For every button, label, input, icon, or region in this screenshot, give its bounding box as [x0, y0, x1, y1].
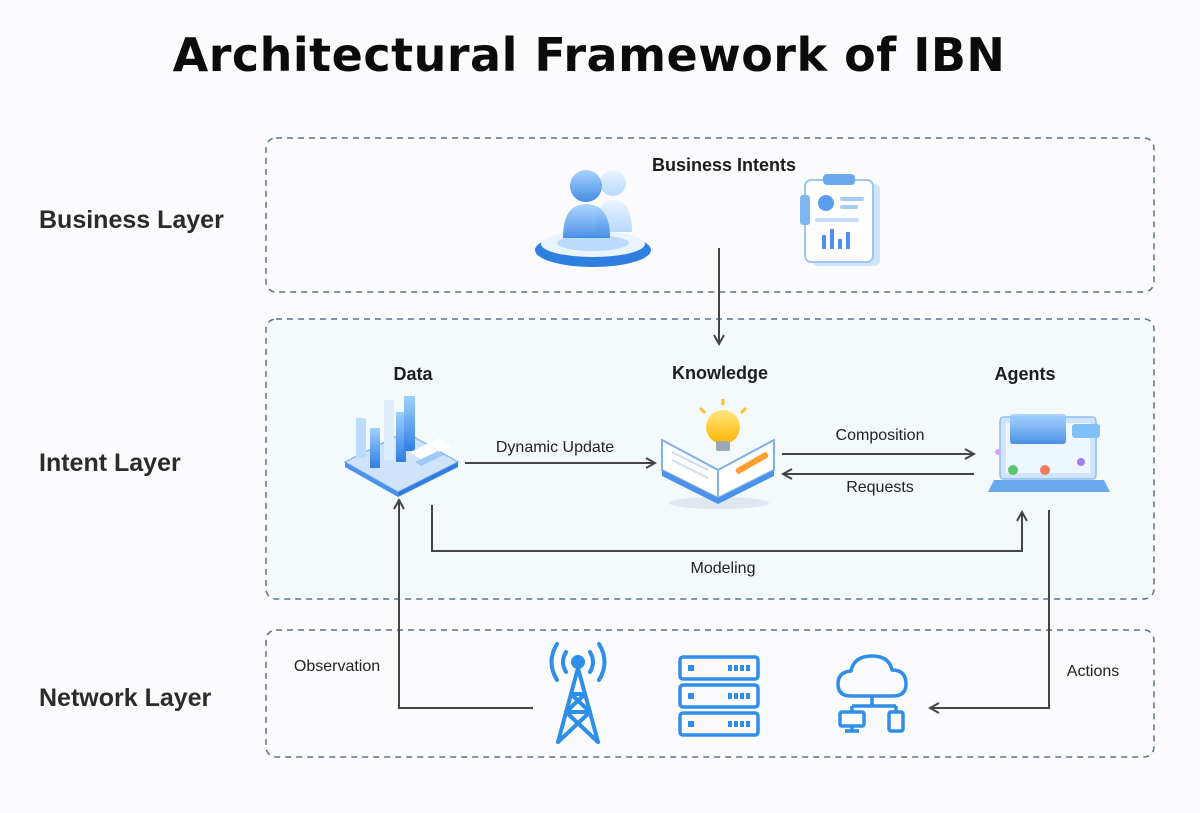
network-layer-label: Network Layer — [39, 684, 212, 712]
signal-tower-icon — [549, 642, 607, 744]
requests-label: Requests — [846, 479, 914, 496]
intent-layer-box — [265, 318, 1155, 600]
clipboard-report-icon — [800, 174, 880, 266]
iot-cloud-icon — [836, 654, 908, 733]
server-rack-icon — [678, 655, 760, 737]
book-lightbulb-icon — [661, 399, 775, 509]
composition-label: Composition — [835, 427, 925, 444]
users-3d-icon — [535, 170, 651, 267]
actions-label: Actions — [1066, 663, 1120, 680]
business-intents-label: Business Intents — [651, 155, 797, 175]
arrow-modeling — [431, 505, 1022, 552]
dynamic-update-label: Dynamic Update — [495, 439, 615, 456]
laptop-agent-icon — [988, 414, 1110, 492]
modeling-label: Modeling — [690, 560, 756, 577]
business-layer-box — [265, 137, 1155, 293]
observation-label: Observation — [293, 658, 381, 675]
bar-chart-3d-icon — [343, 396, 460, 497]
network-layer-box — [265, 629, 1155, 758]
intent-layer-label: Intent Layer — [39, 449, 181, 477]
arrow-observation — [399, 500, 533, 709]
data-label: Data — [393, 364, 433, 384]
knowledge-label: Knowledge — [671, 363, 769, 383]
diagram-title: Architectural Framework of IBN — [172, 28, 1006, 82]
arrow-actions — [930, 510, 1050, 708]
agents-label: Agents — [994, 364, 1056, 384]
business-layer-label: Business Layer — [39, 206, 224, 234]
